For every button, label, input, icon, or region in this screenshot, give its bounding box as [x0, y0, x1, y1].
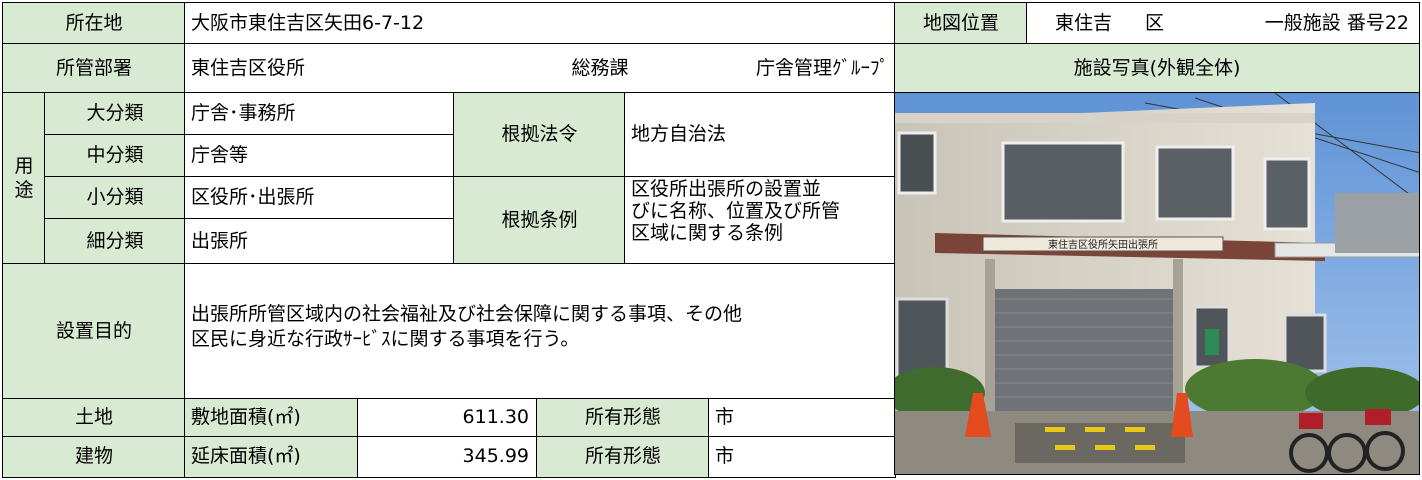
detail-category-label: 細分類	[44, 218, 186, 265]
building-area-label: 延床面積(㎡)	[184, 436, 359, 478]
building-area-value: 345.99	[357, 436, 538, 478]
legal-basis-law-label: 根拠法令	[453, 92, 626, 178]
map-ku: 区	[1145, 11, 1165, 34]
usage-label: 用 途	[2, 92, 46, 265]
map-number: 一般施設 番号22	[1264, 11, 1409, 34]
purpose-line-2: 区民に身近な行政ｻｰﾋﾞｽに関する事項を行う。	[191, 327, 580, 350]
map-position-label: 地図位置	[894, 2, 1028, 45]
building-ownership-label: 所有形態	[536, 436, 710, 478]
department-value: 東住吉区役所 総務課 庁舎管理ｸﾞﾙｰﾌﾟ	[184, 43, 896, 94]
minor-category-value: 区役所･出張所	[184, 176, 455, 220]
purpose-value: 出張所所管区域内の社会福祉及び社会保障に関する事項、その他 区民に身近な行政ｻｰ…	[184, 263, 896, 400]
ordinance-value: 区役所出張所の設置並 びに名称、位置及び所管 区域に関する条例	[624, 176, 896, 265]
land-ownership-label: 所有形態	[536, 398, 710, 438]
ordinance-label: 根拠条例	[453, 176, 626, 265]
department-office: 東住吉区役所	[191, 56, 306, 79]
facility-photo: 東住吉区役所矢田出張所	[894, 92, 1420, 475]
land-area-label: 敷地面積(㎡)	[184, 398, 359, 438]
ordinance-line-2: びに名称、位置及び所管	[631, 199, 841, 222]
building-sign-text: 東住吉区役所矢田出張所	[1048, 238, 1158, 251]
detail-category-value: 出張所	[184, 218, 455, 265]
department-label: 所管部署	[2, 43, 186, 94]
photo-heading: 施設写真(外観全体)	[894, 43, 1420, 94]
major-category-label: 大分類	[44, 92, 186, 136]
middle-category-label: 中分類	[44, 134, 186, 178]
middle-category-value: 庁舎等	[184, 134, 455, 178]
location-label: 所在地	[2, 2, 186, 45]
purpose-label: 設置目的	[2, 263, 186, 400]
department-group: 庁舎管理ｸﾞﾙｰﾌﾟ	[756, 56, 890, 79]
land-area-value: 611.30	[357, 398, 538, 438]
land-label: 土地	[2, 398, 186, 438]
purpose-line-1: 出張所所管区域内の社会福祉及び社会保障に関する事項、その他	[191, 303, 743, 325]
major-category-value: 庁舎･事務所	[184, 92, 455, 136]
map-position-value: 東住吉 区 一般施設 番号22	[1026, 2, 1420, 45]
usage-label-line1: 用	[14, 154, 34, 177]
address-value: 大阪市東住吉区矢田6-7-12	[184, 2, 896, 45]
land-ownership-value: 市	[708, 398, 896, 438]
usage-label-line2: 途	[14, 178, 34, 201]
department-section: 総務課	[571, 56, 629, 79]
building-label: 建物	[2, 436, 186, 478]
legal-basis-law-value: 地方自治法	[624, 92, 896, 178]
ordinance-line-1: 区役所出張所の設置並	[631, 178, 822, 200]
ordinance-line-3: 区域に関する条例	[631, 221, 784, 244]
map-ward: 東住吉	[1055, 11, 1113, 34]
building-ownership-value: 市	[708, 436, 896, 478]
minor-category-label: 小分類	[44, 176, 186, 220]
